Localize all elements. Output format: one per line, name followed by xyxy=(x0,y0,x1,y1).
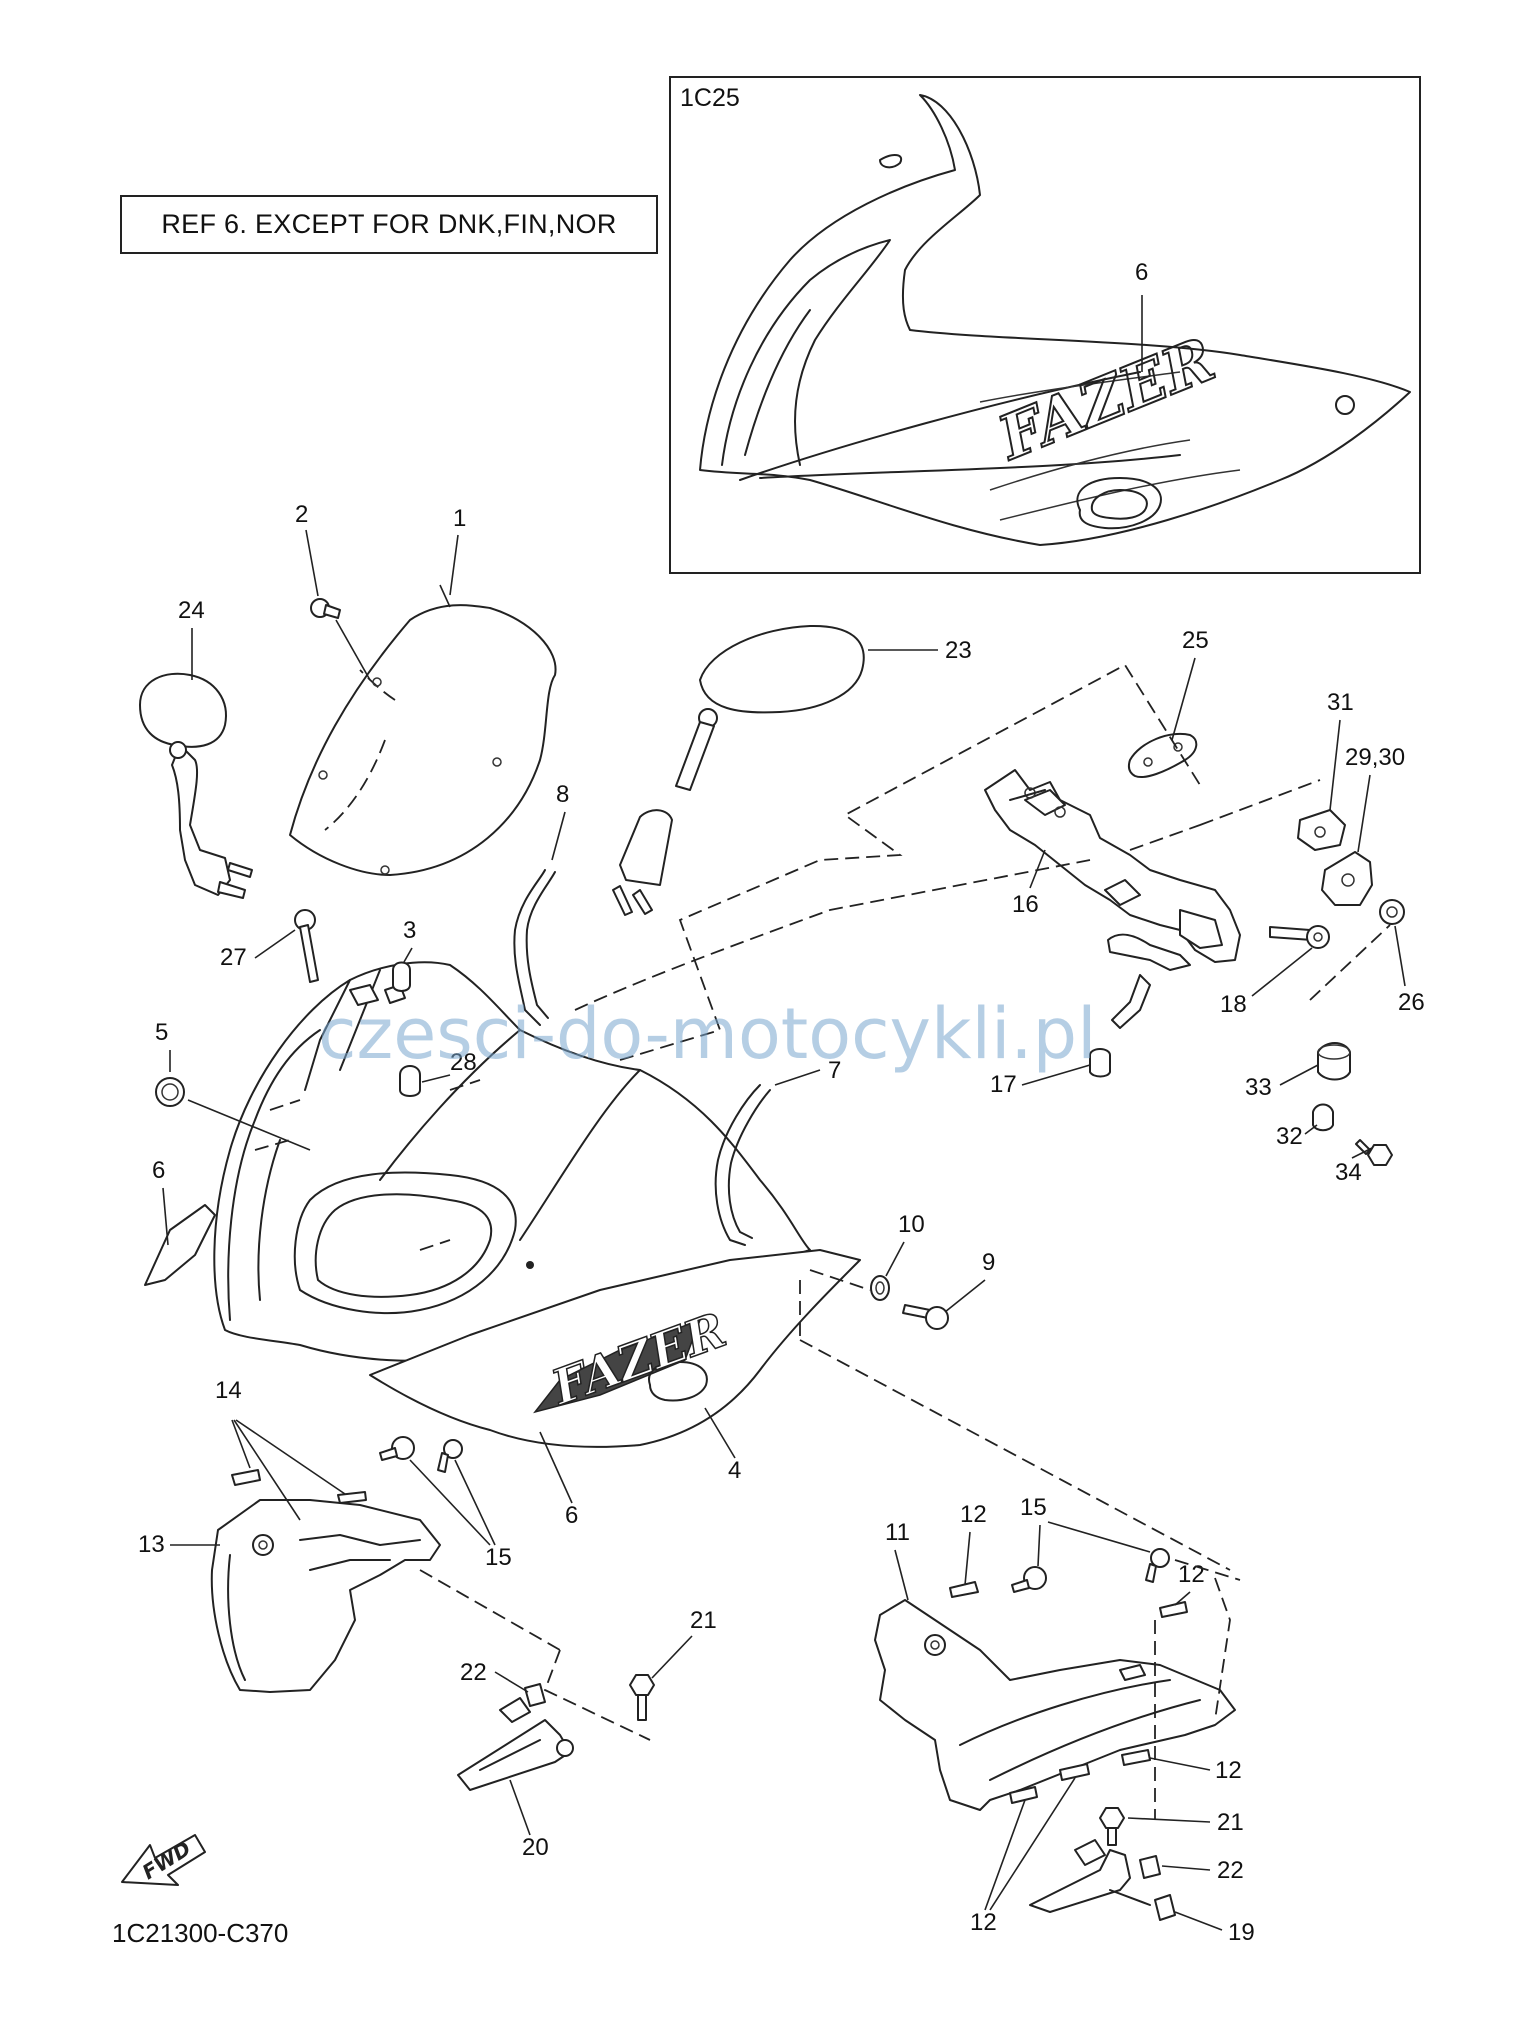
callout-24: 24 xyxy=(178,597,205,624)
bracket-20 xyxy=(457,1697,574,1791)
callout-15-left: 15 xyxy=(485,1544,512,1571)
callout-1: 1 xyxy=(453,505,466,532)
callout-21-left: 21 xyxy=(690,1607,717,1634)
grommet-5 xyxy=(155,1077,185,1107)
side-cover-panel: FAZER xyxy=(369,1249,861,1448)
callout-6-inset: 6 xyxy=(1135,259,1148,286)
inner-panel-13 xyxy=(210,1499,441,1693)
callout-4: 4 xyxy=(728,1457,741,1484)
plate-25 xyxy=(1127,732,1198,778)
damper-33 xyxy=(1317,1042,1351,1081)
callout-12-a: 12 xyxy=(960,1501,987,1528)
screw-9 xyxy=(902,1304,949,1330)
callout-11: 11 xyxy=(885,1519,910,1546)
nut-22-left xyxy=(524,1683,546,1707)
mirror-right xyxy=(612,624,865,916)
inset-fairing-drawing: FAZER xyxy=(699,94,1411,546)
inner-panel-11 xyxy=(874,1599,1236,1811)
grommets-12 xyxy=(949,1581,1188,1804)
callout-26: 26 xyxy=(1398,989,1425,1016)
callout-10: 10 xyxy=(898,1211,925,1238)
callout-29-30: 29,30 xyxy=(1345,744,1405,771)
screw-2 xyxy=(310,598,341,619)
callout-5: 5 xyxy=(155,1019,168,1046)
bolt-18 xyxy=(1269,925,1330,949)
inset-label: 1C25 xyxy=(680,84,740,112)
bolt-21-right xyxy=(1099,1807,1125,1846)
nut-22-right xyxy=(1139,1855,1161,1879)
callout-18: 18 xyxy=(1220,991,1247,1018)
screws-15-left xyxy=(379,1436,463,1473)
grommet-14 xyxy=(231,1469,367,1504)
callout-27: 27 xyxy=(220,944,247,971)
callout-21-right: 21 xyxy=(1217,1809,1244,1836)
callout-2: 2 xyxy=(295,501,308,528)
callout-28: 28 xyxy=(450,1049,477,1076)
callout-7: 7 xyxy=(828,1057,841,1084)
collar-32 xyxy=(1312,1103,1334,1132)
callout-6-panel: 6 xyxy=(565,1502,578,1529)
callout-31: 31 xyxy=(1327,689,1354,716)
callout-12-d: 12 xyxy=(970,1909,997,1936)
callout-8: 8 xyxy=(556,781,569,808)
bolt-21-left xyxy=(629,1674,655,1721)
inset-frame xyxy=(669,76,1421,574)
callout-22-left: 22 xyxy=(460,1659,487,1686)
mirror-left xyxy=(139,672,253,899)
callout-6-left: 6 xyxy=(152,1157,165,1184)
callout-3: 3 xyxy=(403,917,416,944)
bolt-27 xyxy=(294,909,319,983)
screws-15-right xyxy=(1011,1548,1170,1593)
callout-20: 20 xyxy=(522,1834,549,1861)
grommet-17 xyxy=(1089,1048,1111,1078)
callout-22-right: 22 xyxy=(1217,1857,1244,1884)
nut-28 xyxy=(399,1065,421,1097)
inset-logo: FAZER xyxy=(988,325,1225,475)
callout-13: 13 xyxy=(138,1531,165,1558)
callout-33: 33 xyxy=(1245,1074,1272,1101)
assembly-line-lower xyxy=(799,1280,1231,1820)
callout-16: 16 xyxy=(1012,891,1039,918)
nut-3 xyxy=(392,961,411,992)
nut-26 xyxy=(1379,899,1405,925)
fwd-arrow-icon: FWD xyxy=(121,1834,206,1886)
callout-23: 23 xyxy=(945,637,972,664)
washer-10 xyxy=(870,1275,890,1301)
callout-12-c: 12 xyxy=(1215,1757,1242,1784)
front-fairing xyxy=(213,961,811,1362)
bracket-19 xyxy=(1029,1839,1176,1921)
reference-note: REF 6. EXCEPT FOR DNK,FIN,NOR xyxy=(120,195,658,254)
hose-7 xyxy=(714,1084,771,1246)
callout-25: 25 xyxy=(1182,627,1209,654)
bracket-29-30 xyxy=(1321,851,1373,906)
stay-16 xyxy=(984,769,1241,1029)
callout-15-right: 15 xyxy=(1020,1494,1047,1521)
decal-left-6 xyxy=(144,1204,216,1286)
windscreen xyxy=(289,604,557,876)
callout-14: 14 xyxy=(215,1377,242,1404)
callout-34: 34 xyxy=(1335,1159,1362,1186)
diagram-code: 1C21300-C370 xyxy=(112,1918,289,1948)
hose-8 xyxy=(513,869,556,1026)
bracket-31 xyxy=(1297,809,1346,851)
callout-9: 9 xyxy=(982,1249,995,1276)
assembly-line-upper xyxy=(574,663,1391,1061)
watermark: czesci-do-motocykli.pl xyxy=(318,993,1097,1075)
callout-12-b: 12 xyxy=(1178,1561,1205,1588)
callout-19: 19 xyxy=(1228,1919,1255,1946)
callout-32: 32 xyxy=(1276,1123,1303,1150)
callout-17: 17 xyxy=(990,1071,1017,1098)
